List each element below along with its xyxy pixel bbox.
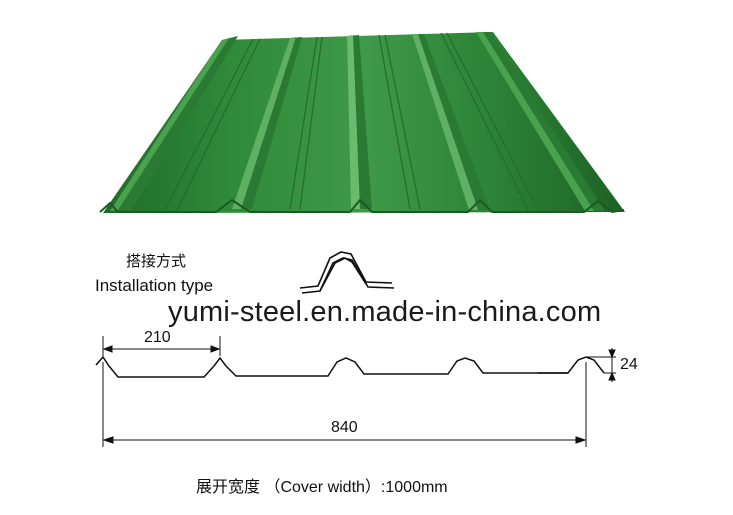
installation-type-label-cn: 搭接方式 [126, 252, 187, 270]
rib-height-value: 24 [620, 356, 638, 373]
installation-overlap-symbol [299, 251, 395, 294]
installation-type-label: Installation type [95, 276, 214, 295]
watermark-url: yumi-steel.en.made-in-china.com [168, 296, 602, 328]
cover-width-caption: 展开宽度 （Cover width）:1000mm [196, 479, 448, 496]
sheet-ribs [110, 32, 605, 211]
dimension-840 [102, 362, 587, 447]
valley-stiffeners [164, 32, 539, 211]
effective-span-value: 840 [331, 419, 358, 436]
rib-pitch-value: 210 [144, 329, 171, 346]
sheet-front-edge [99, 198, 625, 214]
dimension-210 [102, 336, 221, 356]
dimension-24 [586, 348, 616, 382]
cross-section-profile [95, 355, 605, 378]
